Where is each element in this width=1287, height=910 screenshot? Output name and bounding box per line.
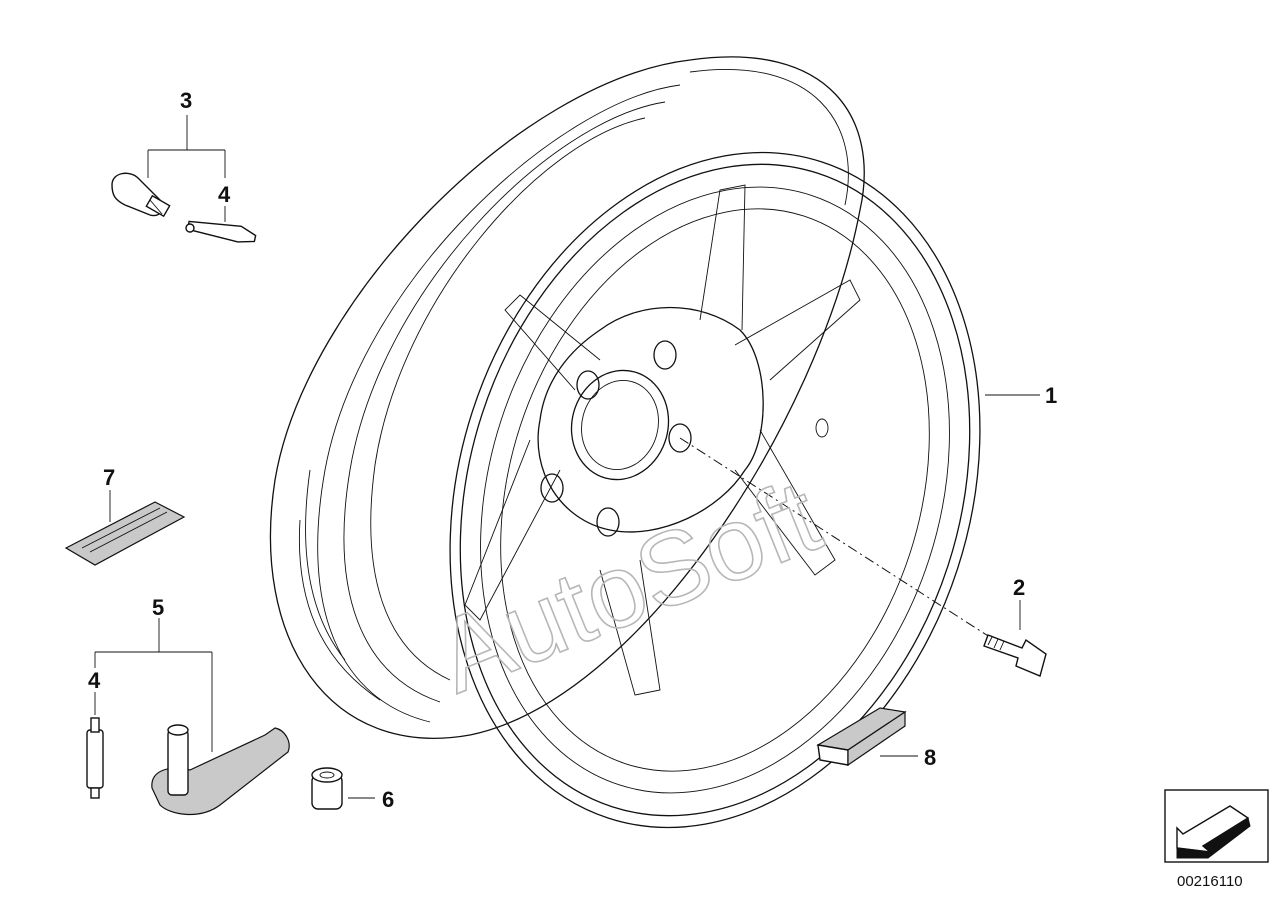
callout-5: 5	[152, 595, 164, 620]
leader-lines	[94, 115, 1040, 799]
valve-drawing	[111, 172, 171, 218]
callout-8: 8	[924, 745, 936, 770]
callout-4-top: 4	[218, 182, 231, 207]
callout-7: 7	[103, 465, 115, 490]
valve-insert-top-drawing	[185, 220, 257, 243]
callout-6: 6	[382, 787, 394, 812]
valve-insert-left-drawing	[86, 717, 104, 799]
balance-weight-drawing	[816, 707, 907, 767]
document-number: 00216110	[1177, 873, 1243, 890]
callout-4-left: 4	[88, 668, 101, 693]
wheel-rim-drawing	[269, 56, 1011, 829]
callout-2: 2	[1013, 575, 1025, 600]
nut-drawing	[311, 767, 343, 810]
direction-arrow-icon	[1164, 789, 1269, 863]
callout-1: 1	[1045, 383, 1057, 408]
tpms-sensor-drawing	[151, 724, 290, 816]
wheel-bolt-drawing	[983, 634, 1047, 677]
callout-3: 3	[180, 88, 192, 113]
label-sticker-drawing	[64, 501, 186, 566]
